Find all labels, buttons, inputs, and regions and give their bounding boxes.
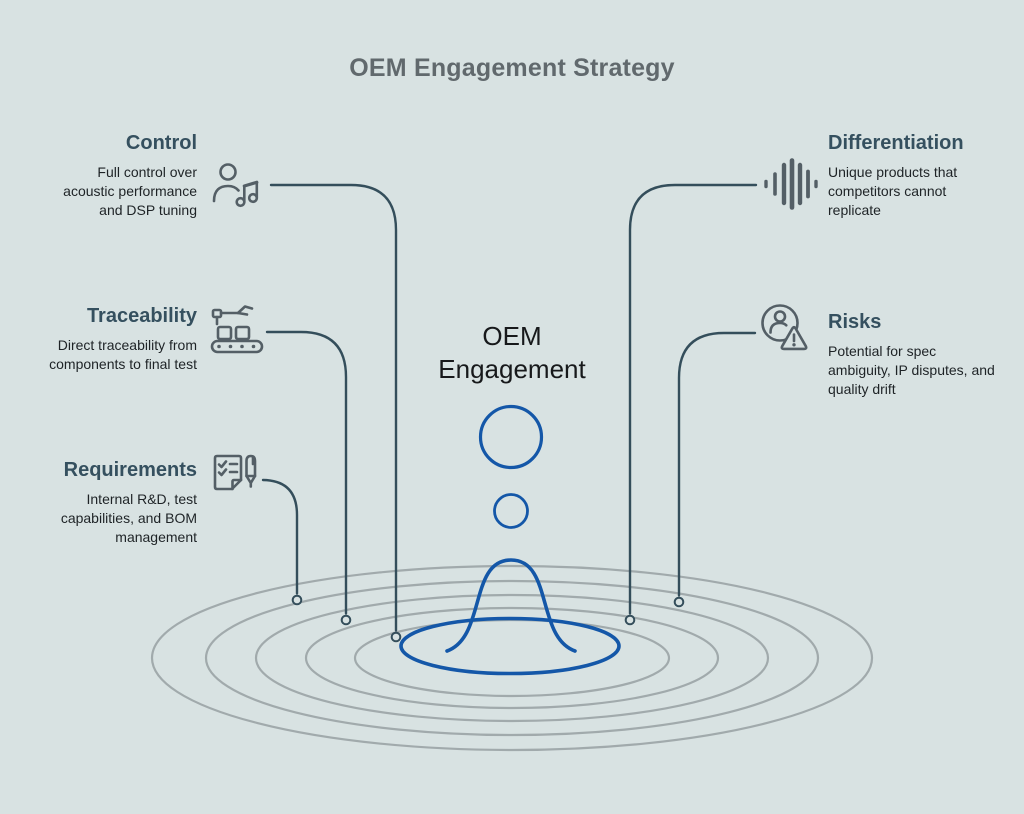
item-traceability-description: Direct traceability from components to f… [49,337,197,372]
item-requirements-description: Internal R&D, test capabilities, and BOM… [60,491,197,545]
ripple-ring [254,593,770,723]
connector-terminal [673,596,685,608]
item-differentiation-label: Differentiation [828,132,964,154]
item-control-label: Control [125,132,197,154]
connector-terminal [624,614,636,626]
center-label-line2: Engagement [438,354,586,384]
droplet-small [493,493,529,529]
splash-ring [399,616,621,676]
splash-peak [445,558,577,653]
checklist-pen-icon [213,454,257,491]
connector-requirements [261,478,299,595]
item-traceability-label: Traceability [86,305,197,327]
ripple-ring [304,606,720,710]
connector-terminal [390,631,402,643]
connector-control [269,183,398,632]
connector-terminal [340,614,352,626]
center-label-line1: OEM [482,321,542,351]
item-differentiation-description: Unique products that competitors cannot … [828,164,958,218]
item-traceability: Traceability Direct traceability from co… [0,303,197,374]
connector-risks [677,331,757,597]
center-label: OEM Engagement [362,320,662,386]
item-control-description: Full control over acoustic performance a… [63,164,197,218]
person-warning-icon [761,304,808,351]
item-differentiation: Differentiation Unique products that com… [828,130,1024,220]
item-risks-label: Risks [828,311,882,333]
item-requirements-label: Requirements [63,459,197,481]
item-risks: Risks Potential for spec ambiguity, IP d… [828,309,1024,399]
item-control: Control Full control over acoustic perfo… [0,130,197,220]
ripple-rings [150,564,874,752]
connector-lines [261,183,758,643]
connector-traceability [265,330,348,615]
connector-differentiation [628,183,758,615]
droplet-large [478,404,544,470]
ripple-ring [353,618,671,698]
item-risks-description: Potential for spec ambiguity, IP dispute… [828,343,995,397]
ripple-ring [150,564,874,752]
connector-terminal [291,594,303,606]
waveform-icon [764,158,818,210]
conveyor-robot-icon [210,305,264,354]
person-music-icon [212,163,259,208]
water-droplet-splash [399,404,621,676]
page-title: OEM Engagement Strategy [349,54,675,82]
item-requirements: Requirements Internal R&D, test capabili… [0,457,197,547]
ripple-ring [204,579,820,737]
